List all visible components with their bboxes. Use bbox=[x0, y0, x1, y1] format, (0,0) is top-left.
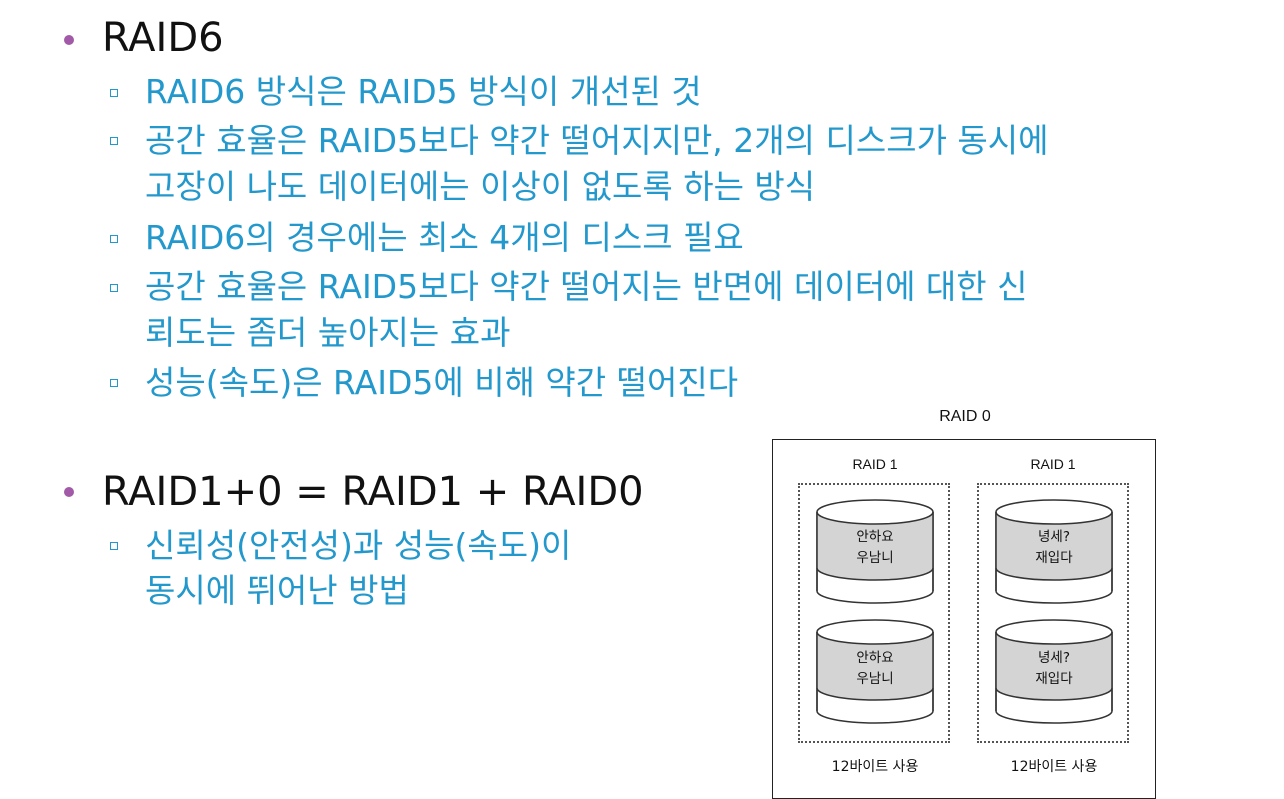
disk-icon bbox=[816, 499, 934, 604]
section1-title: RAID6 bbox=[102, 15, 224, 61]
disk-icon bbox=[995, 619, 1113, 724]
disk-label-line1: 녕세? bbox=[1037, 529, 1070, 545]
raid1-group bbox=[798, 483, 950, 743]
section2-title: RAID1+0 = RAID1 + RAID0 bbox=[102, 469, 644, 515]
sub-bullet bbox=[110, 284, 118, 292]
raid1-group bbox=[977, 483, 1129, 743]
section1-item: 공간 효율은 RAID5보다 약간 떨어지지만, 2개의 디스크가 동시에 bbox=[145, 121, 1049, 160]
section1-bullet bbox=[64, 35, 74, 45]
sub-bullet bbox=[110, 379, 118, 387]
sub-bullet bbox=[110, 89, 118, 97]
disk-icon bbox=[995, 499, 1113, 604]
section1-item-continued: 고장이 나도 데이터에는 이상이 없도록 하는 방식 bbox=[145, 167, 816, 206]
disk-label-line2: 우남니 bbox=[856, 671, 894, 687]
disk-label-line1: 안하요 bbox=[856, 529, 894, 545]
section1-item-continued: 뢰도는 좀더 높아지는 효과 bbox=[145, 313, 511, 352]
section1-item: RAID6 방식은 RAID5 방식이 개선된 것 bbox=[145, 72, 702, 111]
disk-icon bbox=[816, 619, 934, 724]
group-label: RAID 1 bbox=[852, 456, 898, 472]
disk-label-line1: 안하요 bbox=[856, 650, 894, 666]
section1-item: 성능(속도)은 RAID5에 비해 약간 떨어진다 bbox=[145, 363, 739, 402]
group-footer: 12바이트 사용 bbox=[831, 759, 919, 775]
disk-label-line1: 녕세? bbox=[1037, 650, 1070, 666]
disk-label-line2: 우남니 bbox=[856, 550, 894, 566]
section1-item: RAID6의 경우에는 최소 4개의 디스크 필요 bbox=[145, 218, 744, 257]
group-label: RAID 1 bbox=[1030, 456, 1076, 472]
disk-label-line2: 재입다 bbox=[1035, 671, 1073, 687]
section1-item: 공간 효율은 RAID5보다 약간 떨어지는 반면에 데이터에 대한 신 bbox=[145, 267, 1028, 306]
disk-label-line2: 재입다 bbox=[1035, 550, 1073, 566]
sub-bullet bbox=[110, 542, 118, 550]
sub-bullet bbox=[110, 137, 118, 145]
group-footer: 12바이트 사용 bbox=[1010, 759, 1098, 775]
diagram-title: RAID 0 bbox=[939, 408, 991, 425]
section2-item: 신뢰성(안전성)과 성능(속도)이 bbox=[145, 526, 572, 565]
sub-bullet bbox=[110, 235, 118, 243]
section2-item-continued: 동시에 뛰어난 방법 bbox=[145, 571, 409, 610]
section2-bullet bbox=[64, 487, 74, 497]
